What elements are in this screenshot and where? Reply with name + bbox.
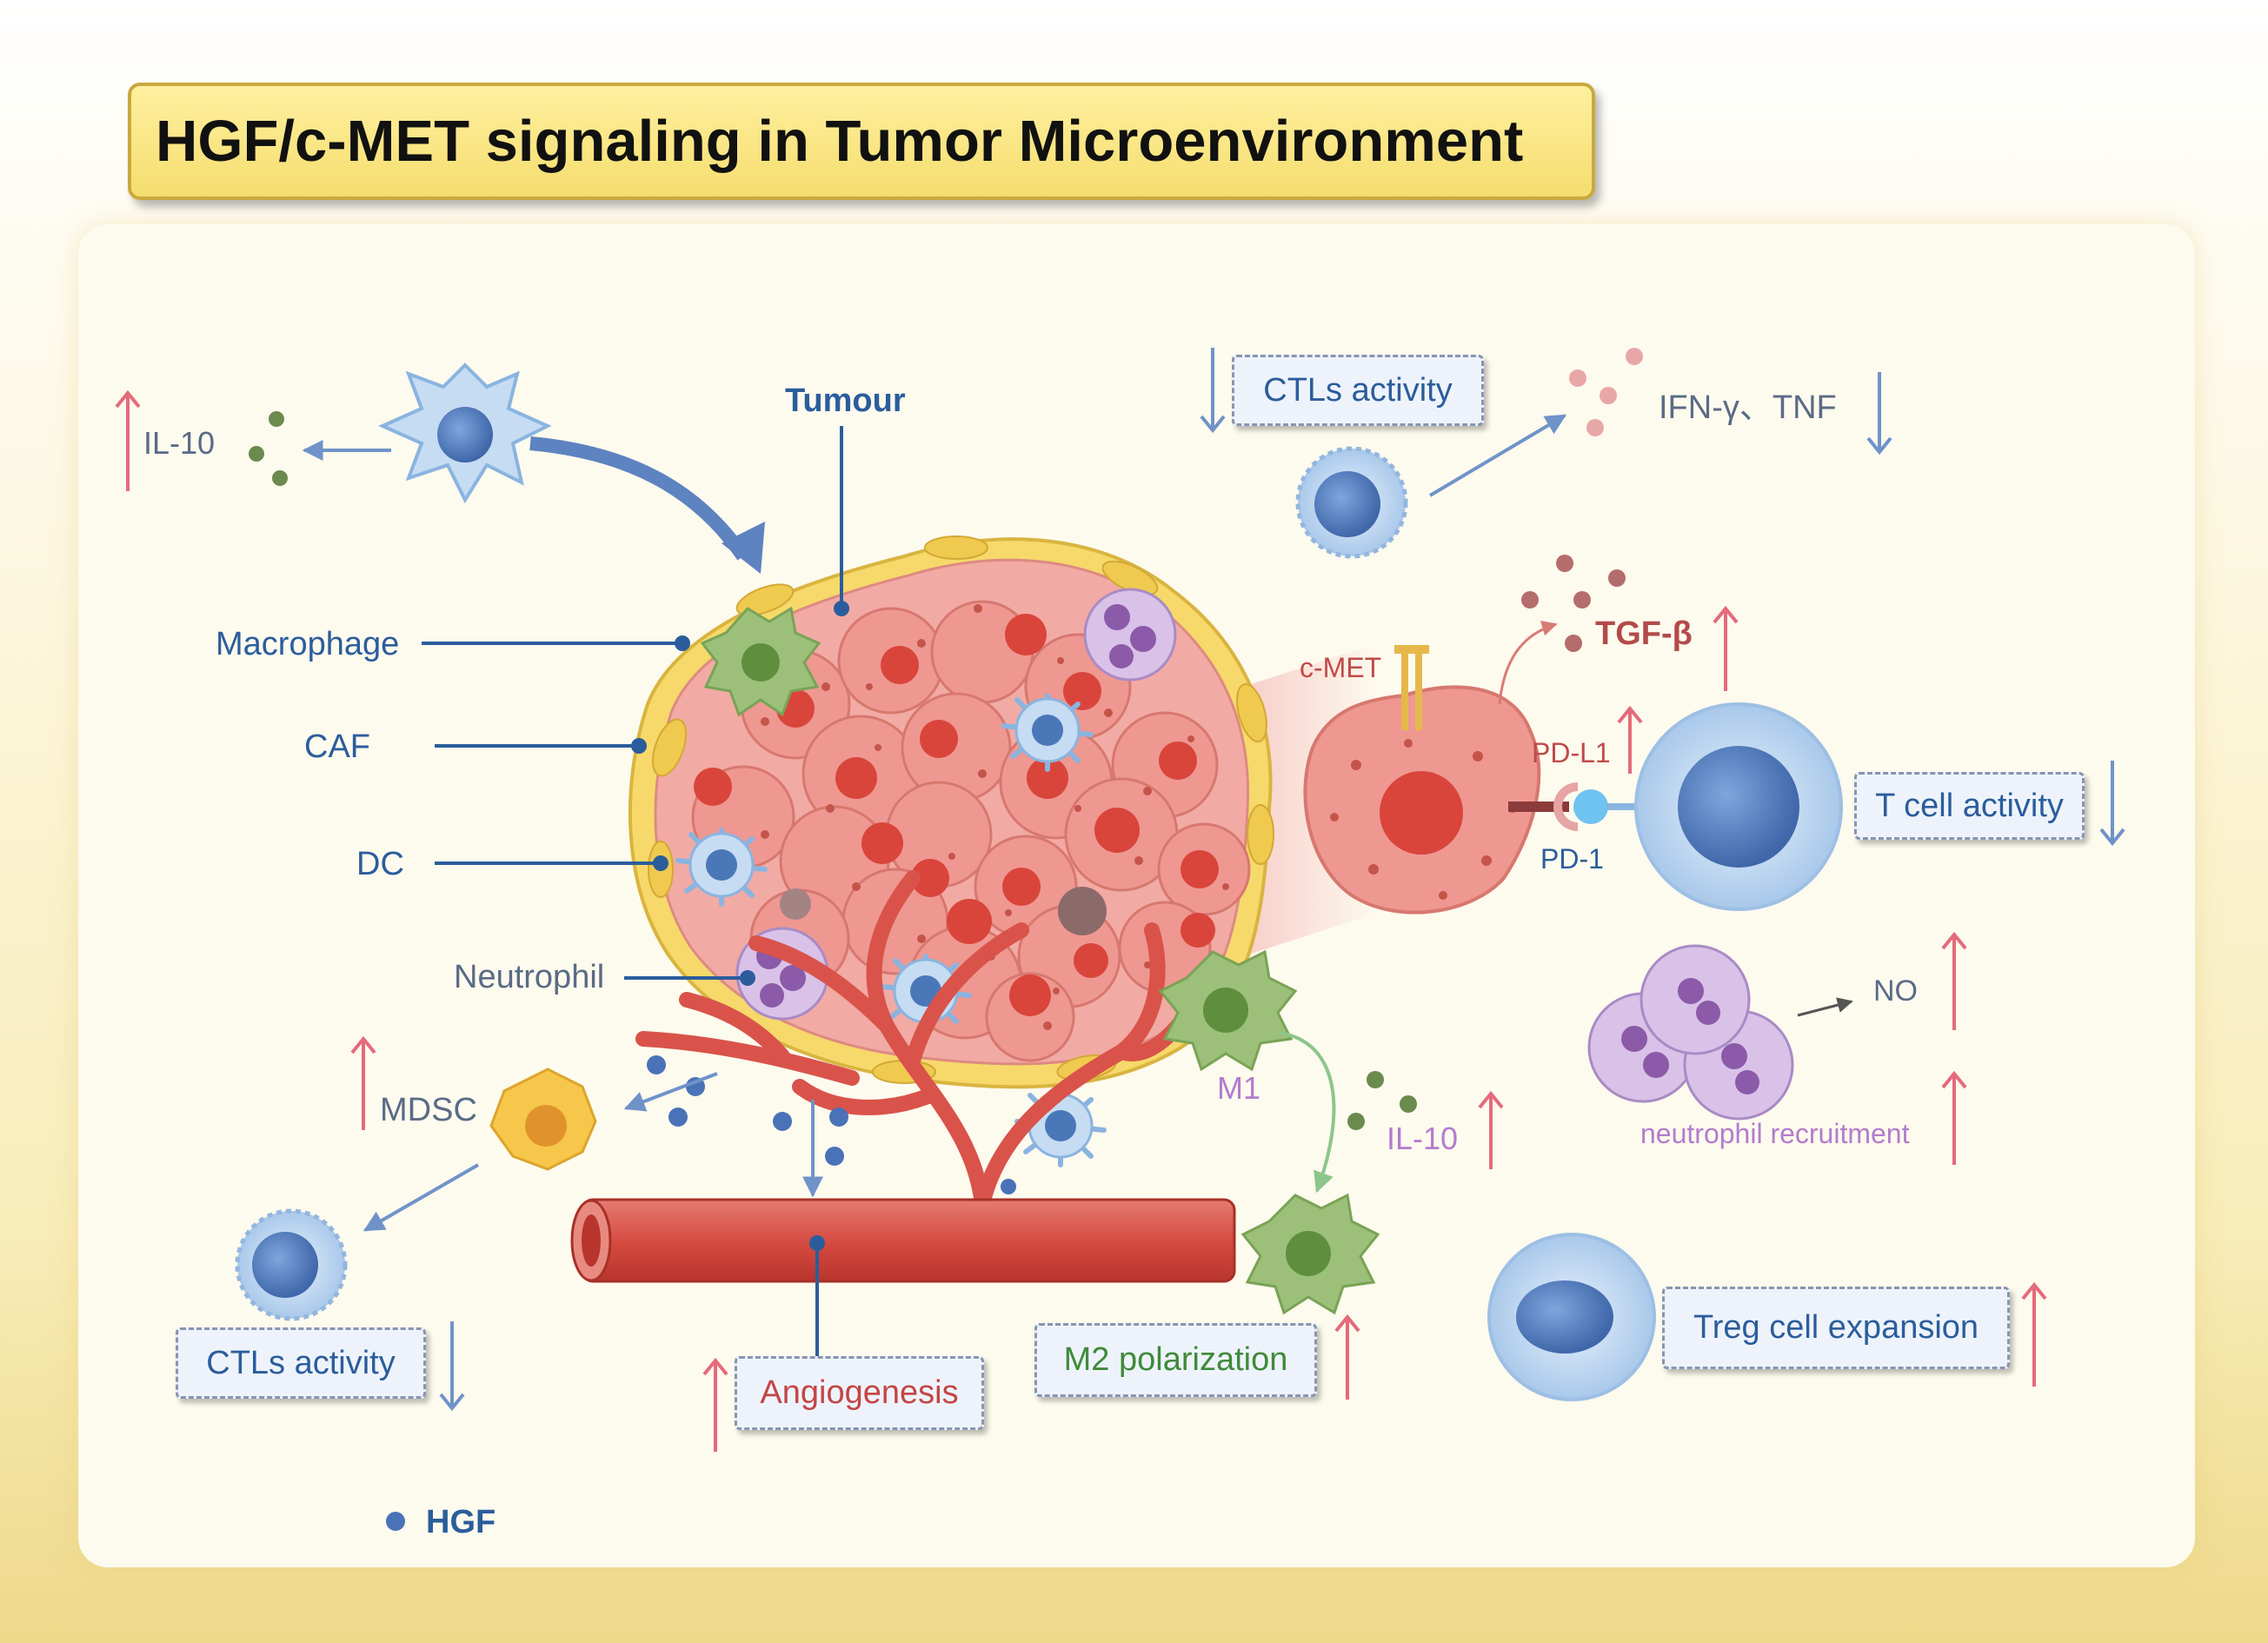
c-met-label: c-MET [1300, 652, 1382, 683]
treg-cell [1487, 1233, 1656, 1401]
t-cell-right [1634, 702, 1843, 911]
ifn-tnf-label: IFN-γ、TNF [1659, 389, 1837, 426]
il10-dots-left [249, 411, 288, 486]
il10-dots-right [1347, 1071, 1417, 1130]
down-arrows [439, 348, 2125, 1412]
t-cell-activity-text: T cell activity [1875, 787, 2064, 824]
macrophage-label: Macrophage [216, 626, 400, 662]
macrophage-m2 [1240, 1193, 1380, 1315]
neutrophil-in-tumour [1083, 588, 1177, 682]
tumour-nuclei [694, 614, 1219, 1016]
neutrophil-label: Neutrophil [454, 959, 605, 995]
m2-polarization-box: M2 polarization [1034, 1323, 1317, 1397]
tgf-beta-dots [1521, 555, 1626, 652]
leader-lines [422, 426, 849, 1374]
treg-cell-expansion-box: Treg cell expansion [1662, 1287, 2010, 1369]
il10-right-label: IL-10 [1387, 1121, 1459, 1156]
mdsc-cell [489, 1068, 597, 1171]
dc-to-tumour-arrow [529, 436, 749, 561]
necrotic-cells [780, 887, 1107, 935]
pd1-pdl1-synapse [1508, 782, 1650, 831]
mdsc-label: MDSC [380, 1092, 477, 1128]
hgf-legend-dot [386, 1512, 405, 1531]
tgf-beta-label: TGF-β [1595, 615, 1693, 652]
ctls-activity-top-text: CTLs activity [1263, 371, 1453, 409]
vessel-branches [635, 870, 1199, 1212]
ctl-top-right [1295, 446, 1408, 559]
tumour-label: Tumour [785, 382, 906, 419]
pd-l1-label: PD-L1 [1532, 737, 1611, 768]
hgf-legend-label: HGF [426, 1504, 496, 1540]
macrophage-m1 [1158, 949, 1298, 1072]
ifn-tnf-dots [1569, 348, 1643, 436]
m2-polarization-text: M2 polarization [1063, 1341, 1288, 1378]
treg-cell-expansion-text: Treg cell expansion [1693, 1309, 1979, 1346]
no-label: NO [1873, 974, 1918, 1008]
ctl-bottom-left [235, 1208, 348, 1321]
il10-left-label: IL-10 [143, 425, 216, 461]
pd-1-label: PD-1 [1540, 843, 1604, 875]
up-arrows [115, 389, 2047, 1452]
angiogenesis-text: Angiogenesis [760, 1374, 959, 1411]
dc-top-left [378, 363, 552, 504]
ctls-activity-top-box: CTLs activity [1232, 355, 1484, 426]
dc-label: DC [356, 846, 404, 882]
angiogenesis-box: Angiogenesis [735, 1356, 984, 1430]
t-cell-activity-box: T cell activity [1854, 772, 2085, 840]
caf-label: CAF [304, 728, 370, 765]
blood-vessel [570, 870, 1236, 1283]
figure-title: HGF/c-MET signaling in Tumor Microenviro… [156, 109, 1524, 174]
m1-to-m2-arrow [1277, 1031, 1336, 1194]
ctls-activity-bottom-text: CTLs activity [206, 1344, 396, 1381]
neutrophil-recruitment-label: neutrophil recruitment [1640, 1118, 1910, 1149]
neutrophil-cluster [1587, 944, 1794, 1121]
title-box: HGF/c-MET signaling in Tumor Microenviro… [128, 83, 1595, 200]
m1-label: M1 [1217, 1070, 1261, 1106]
ctls-activity-bottom-box: CTLs activity [176, 1327, 426, 1399]
tumour-mass [628, 535, 1274, 1167]
macrophage-in-tumour [700, 606, 821, 717]
tumour-cell-zoom [1303, 645, 1541, 915]
vessel-trunk [581, 1198, 1236, 1283]
